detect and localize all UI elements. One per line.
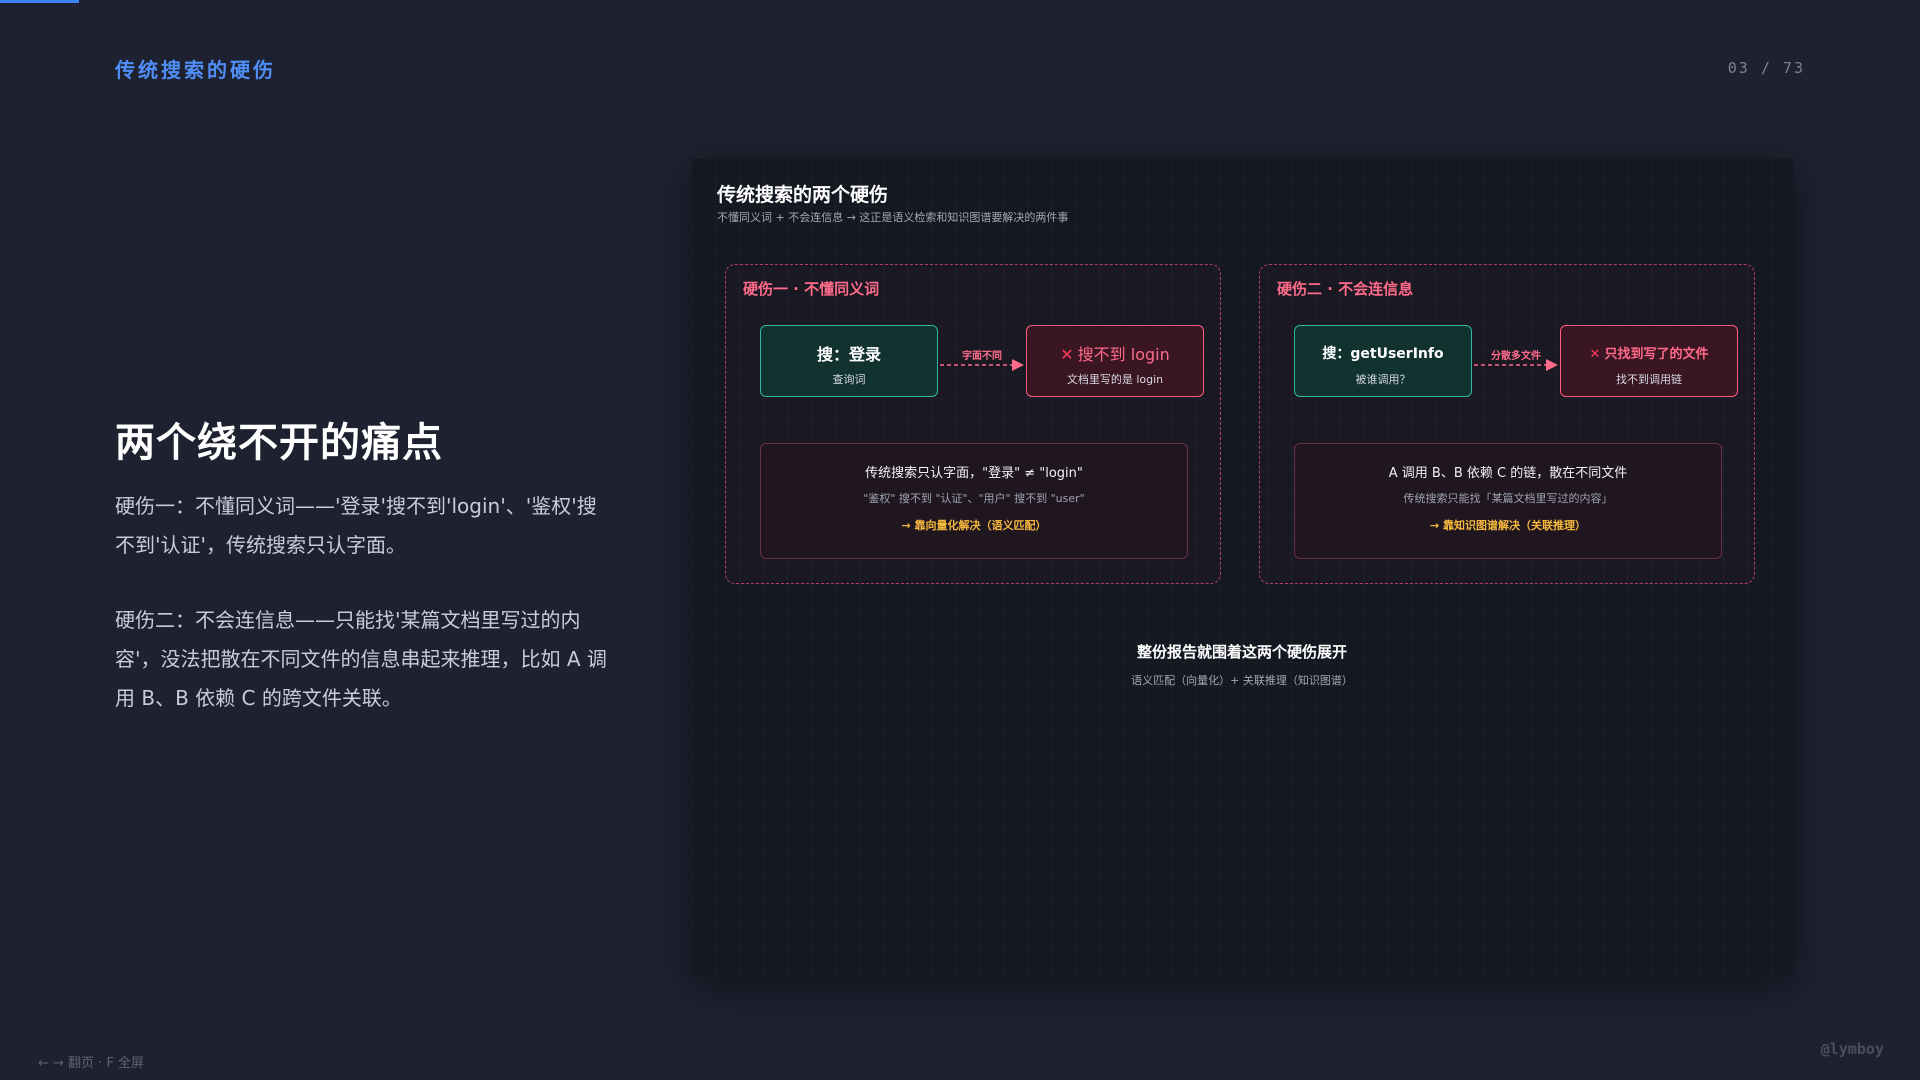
explain-line-1: 传统搜索只认字面，"登录" ≠ "login" [865,466,1083,481]
page-counter: 03 / 73 [1727,59,1805,77]
pain-point-1-text: 硬伤一：不懂同义词——'登录'搜不到'login'、'鉴权'搜不到'认证'，传统… [115,494,597,557]
panel-footer-title: 整份报告就围着这两个硬伤展开 [1136,643,1347,661]
group-synonyms: 硬伤一 · 不懂同义词 搜：登录 查询词 字面不同 ✕搜不到 login 文档里… [725,264,1221,584]
query-node-label: 搜：登录 [816,345,881,364]
panel-subtitle: 不懂同义词 + 不会连信息 → 这正是语义检索和知识图谱要解决的两件事 [717,211,1069,224]
arrow-right-icon [940,359,1024,371]
explain-line-1: A 调用 B、B 依赖 C 的链，散在不同文件 [1388,466,1628,481]
x-icon: ✕ [1060,345,1074,364]
panel-footer-subtitle: 语义匹配（向量化）+ 关联推理（知识图谱） [1131,674,1353,687]
explain-box: A 调用 B、B 依赖 C 的链，散在不同文件 传统搜索只能找「某篇文档里写过的… [1294,443,1722,559]
edge-label: 分散多文件 [1491,351,1541,362]
group-title: 硬伤一 · 不懂同义词 [743,280,880,298]
section-label: 传统搜索的硬伤 [115,58,276,82]
progress-bar [0,0,1920,3]
arrow-right-icon [1474,359,1558,371]
explain-line-2: 传统搜索只能找「某篇文档里写过的内容」 [1403,492,1613,505]
group-linking: 硬伤二 · 不会连信息 搜：getUserInfo 被谁调用？ 分散多文件 ✕只… [1259,264,1755,584]
diagram-panel: 传统搜索的两个硬伤 不懂同义词 + 不会连信息 → 这正是语义检索和知识图谱要解… [691,158,1793,976]
fail-node-label: 只找到写了的文件 [1604,347,1709,362]
edge-label: 字面不同 [962,351,1002,362]
fail-node-sub: 文档里写的是 login [1066,373,1164,386]
fail-node-label: 搜不到 login [1077,345,1170,364]
progress-bar-fill [0,0,79,3]
explain-box: 传统搜索只认字面，"登录" ≠ "login" "鉴权" 搜不到 "认证"、"用… [760,443,1188,559]
slide-title: 两个绕不开的痛点 [115,420,443,466]
query-node-sub: 查询词 [832,373,866,386]
fail-node-sub: 找不到调用链 [1616,373,1682,386]
group-title: 硬伤二 · 不会连信息 [1277,280,1414,298]
explain-solution: → 靠向量化解决（语义匹配） [901,519,1047,532]
edge: 字面不同 [938,347,1026,377]
query-node: 搜：登录 查询词 [760,325,938,397]
pain-point-2-text: 硬伤二：不会连信息——只能找'某篇文档里写过的内容'，没法把散在不同文件的信息串… [115,608,607,710]
fail-node: ✕只找到写了的文件 找不到调用链 [1560,325,1738,397]
x-icon: ✕ [1589,347,1601,362]
edge: 分散多文件 [1472,347,1560,377]
keyboard-nav-hint: ← → 翻页 · F 全屏 [38,1056,145,1071]
query-node: 搜：getUserInfo 被谁调用？ [1294,325,1472,397]
panel-title: 传统搜索的两个硬伤 [717,184,889,206]
query-node-label: 搜：getUserInfo [1322,346,1444,362]
query-node-sub: 被谁调用？ [1355,373,1411,386]
explain-solution: → 靠知识图谱解决（关联推理） [1429,519,1587,532]
explain-line-2: "鉴权" 搜不到 "认证"、"用户" 搜不到 "user" [863,492,1085,505]
author-watermark: @lymboy [1820,1040,1884,1058]
fail-node: ✕搜不到 login 文档里写的是 login [1026,325,1204,397]
